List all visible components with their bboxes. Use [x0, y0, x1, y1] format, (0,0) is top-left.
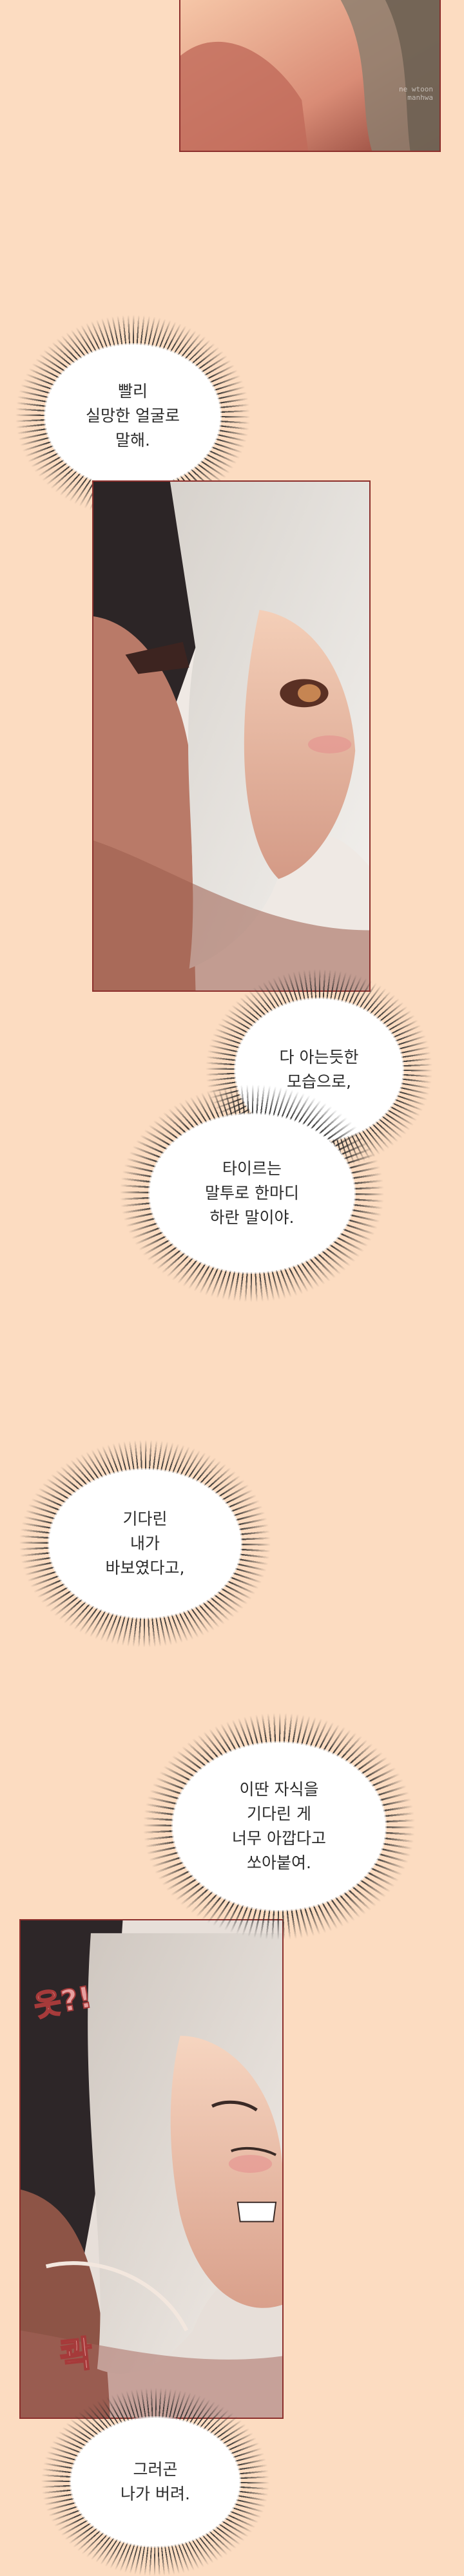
speech-bubble-1: 빨리 실망한 얼굴로 말해.	[15, 315, 250, 517]
speech-bubble-5: 이딴 자식을 기다린 게 너무 아깝다고 쏘아붙여.	[143, 1713, 415, 1940]
watermark-line: manhwa	[407, 93, 433, 102]
bubble-text-line: 너무 아깝다고	[232, 1829, 326, 1848]
couple-closeup-illustration	[93, 482, 369, 990]
bubble-text-line: 타이르는	[222, 1159, 282, 1178]
bubble-body: 그러곤 나가 버려.	[71, 2418, 240, 2546]
bubble-body: 이딴 자식을 기다린 게 너무 아깝다고 쏘아붙여.	[173, 1743, 385, 1910]
top-illustration	[180, 0, 440, 151]
bubble-text-line: 하란 말이야.	[209, 1208, 295, 1227]
startled-panel: 읏?! 콱	[19, 1919, 284, 2419]
couple-closeup-panel	[92, 480, 371, 992]
bubble-text-line: 내가	[130, 1534, 160, 1553]
bubble-text-line: 기다린	[122, 1510, 168, 1528]
bubble-text-line: 그러곤	[133, 2460, 178, 2479]
bubble-text-line: 기다린 게	[247, 1804, 311, 1823]
sfx-grab: 콱	[57, 2332, 95, 2378]
speech-bubble-3: 타이르는 말투로 한마디 하란 말이야.	[120, 1084, 384, 1302]
startled-illustration	[21, 1920, 282, 2418]
bubble-text-line: 다 아는듯한	[279, 1048, 359, 1066]
bubble-text-line: 말투로 한마디	[205, 1184, 299, 1202]
bubble-text-line: 이딴 자식을	[239, 1780, 319, 1799]
bubble-body: 기다린 내가 바보였다고,	[49, 1470, 241, 1618]
speech-bubble-4: 기다린 내가 바보였다고,	[19, 1440, 271, 1647]
watermark: ne wtoon manhwa	[399, 85, 433, 102]
bubble-text-line: 나가 버려.	[121, 2485, 190, 2503]
bubble-text-line: 모습으로,	[287, 1072, 351, 1091]
top-illustration-panel: ne wtoon manhwa	[179, 0, 441, 152]
bubble-body: 빨리 실망한 얼굴로 말해.	[45, 345, 220, 488]
bubble-text-line: 바보였다고,	[105, 1558, 185, 1577]
bubble-text-line: 말해.	[115, 431, 150, 450]
speech-bubble-6: 그러곤 나가 버려.	[41, 2388, 269, 2576]
bubble-text-line: 쏘아붙여.	[247, 1853, 311, 1872]
bubble-body: 타이르는 말투로 한마디 하란 말이야.	[150, 1114, 354, 1273]
bubble-text-line: 빨리	[117, 382, 148, 401]
bubble-text-line: 실망한 얼굴로	[86, 406, 180, 425]
watermark-line: ne wtoon	[399, 85, 433, 93]
